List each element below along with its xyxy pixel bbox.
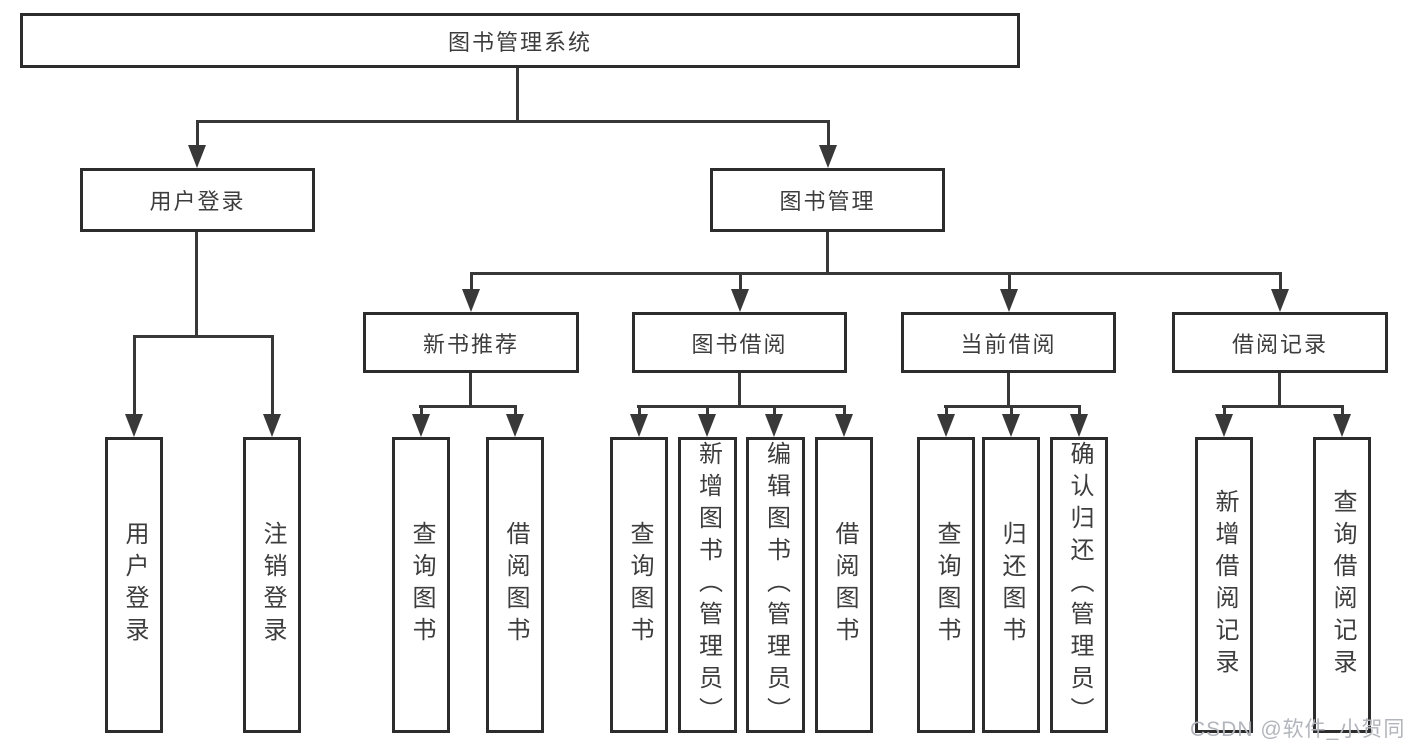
- connector-line: [826, 232, 829, 274]
- arrow-stem: [827, 122, 830, 154]
- node-book-borrowing: 图书借阅: [632, 312, 847, 373]
- arrow-stem: [470, 272, 473, 298]
- leaf-search-books-borrowing: 查询图书: [610, 437, 668, 733]
- arrow-down-icon: [937, 414, 955, 437]
- connector-line: [470, 272, 1282, 275]
- node-user-login-branch-label: 用户登录: [149, 189, 246, 214]
- arrow-stem: [739, 272, 742, 298]
- arrow-down-icon: [765, 414, 783, 437]
- connector-line: [738, 373, 741, 407]
- leaf-return-books-label: 归还图书: [998, 521, 1025, 649]
- leaf-search-borrow-record-label: 查询借阅记录: [1329, 489, 1356, 681]
- node-current-borrowing: 当前借阅: [901, 312, 1116, 373]
- connector-line: [469, 373, 472, 407]
- leaf-user-login-label: 用户登录: [121, 521, 148, 649]
- leaf-edit-books-admin-label: 编辑图书（管理员）: [762, 441, 790, 729]
- leaf-borrow-books-recommend: 借阅图书: [486, 437, 544, 733]
- leaf-search-books-current: 查询图书: [917, 437, 975, 733]
- leaf-borrow-books-borrowing: 借阅图书: [815, 437, 873, 733]
- node-new-book-recommendation-label: 新书推荐: [422, 331, 519, 357]
- leaf-add-books-admin: 新增图书（管理员）: [678, 437, 737, 733]
- leaf-search-books-recommend: 查询图书: [392, 437, 450, 733]
- arrow-down-icon: [1000, 289, 1018, 312]
- arrow-down-icon: [1271, 289, 1289, 312]
- connector-line: [1222, 405, 1344, 408]
- leaf-search-books-current-label: 查询图书: [933, 521, 960, 649]
- node-book-management-branch: 图书管理: [710, 168, 945, 232]
- leaf-user-login: 用户登录: [105, 437, 163, 733]
- connector-line: [133, 335, 274, 338]
- connector-line: [1278, 373, 1281, 407]
- arrow-down-icon: [819, 145, 837, 168]
- arrow-down-icon: [1215, 414, 1233, 437]
- leaf-confirm-return-admin-label: 确认归还（管理员）: [1066, 441, 1093, 729]
- arrow-down-icon: [731, 289, 749, 312]
- leaf-add-borrow-record-label: 新增借阅记录: [1211, 489, 1238, 681]
- arrow-down-icon: [1070, 414, 1088, 437]
- arrow-stem: [133, 335, 136, 423]
- leaf-borrow-books-recommend-label: 借阅图书: [502, 521, 529, 649]
- arrow-stem: [1008, 272, 1011, 298]
- arrow-down-icon: [1002, 414, 1020, 437]
- node-library-management-system-label: 图书管理系统: [447, 29, 592, 55]
- node-library-management-system: 图书管理系统: [20, 13, 1020, 68]
- connector-line: [419, 405, 517, 408]
- node-borrowing-records: 借阅记录: [1172, 312, 1388, 373]
- arrow-down-icon: [263, 414, 281, 437]
- leaf-borrow-books-borrowing-label: 借阅图书: [831, 521, 858, 649]
- leaf-edit-books-admin: 编辑图书（管理员）: [746, 437, 805, 733]
- leaf-logout-label: 注销登录: [259, 521, 286, 649]
- node-borrowing-records-label: 借阅记录: [1231, 331, 1328, 357]
- node-book-management-branch-label: 图书管理: [779, 189, 876, 214]
- node-current-borrowing-label: 当前借阅: [960, 331, 1057, 357]
- arrow-down-icon: [698, 414, 716, 437]
- node-new-book-recommendation: 新书推荐: [363, 312, 579, 373]
- arrow-down-icon: [630, 414, 648, 437]
- leaf-add-borrow-record: 新增借阅记录: [1195, 437, 1253, 733]
- connector-line: [195, 232, 198, 337]
- leaf-add-books-admin-label: 新增图书（管理员）: [694, 441, 722, 729]
- leaf-search-books-recommend-label: 查询图书: [408, 521, 435, 649]
- connector-line: [637, 405, 846, 408]
- arrow-stem: [196, 122, 199, 154]
- arrow-down-icon: [188, 145, 206, 168]
- arrow-down-icon: [125, 414, 143, 437]
- leaf-return-books: 归还图书: [982, 437, 1040, 733]
- node-book-borrowing-label: 图书借阅: [691, 331, 788, 357]
- leaf-confirm-return-admin: 确认归还（管理员）: [1050, 437, 1108, 733]
- connector-line: [1007, 373, 1010, 407]
- arrow-down-icon: [506, 414, 524, 437]
- connector-line: [516, 67, 519, 123]
- leaf-search-borrow-record: 查询借阅记录: [1313, 437, 1371, 733]
- arrow-down-icon: [412, 414, 430, 437]
- arrow-stem: [1279, 272, 1282, 298]
- csdn-watermark: CSDN @软件_小贺同学: [1190, 718, 1405, 741]
- node-user-login-branch: 用户登录: [80, 168, 315, 232]
- leaf-search-books-borrowing-label: 查询图书: [626, 521, 653, 649]
- connector-line: [196, 120, 830, 123]
- arrow-stem: [271, 335, 274, 423]
- arrow-down-icon: [1333, 414, 1351, 437]
- leaf-logout: 注销登录: [243, 437, 301, 733]
- arrow-down-icon: [462, 289, 480, 312]
- arrow-down-icon: [835, 414, 853, 437]
